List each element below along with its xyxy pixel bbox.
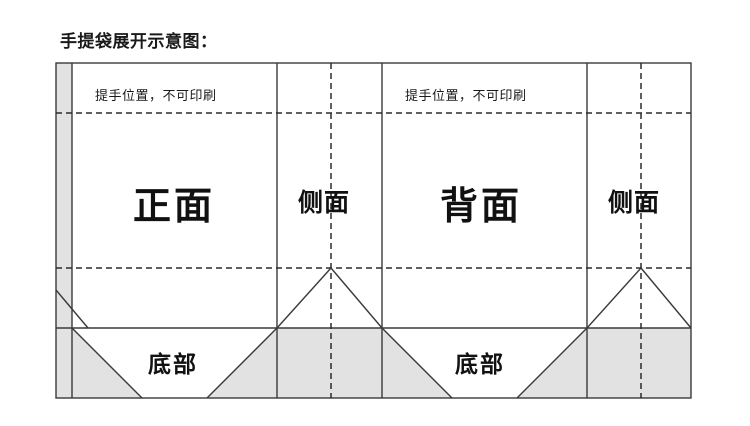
bottom-back-diagonal-right (516, 327, 588, 399)
bottom-front-diagonal-right (206, 327, 278, 399)
handle-note-front: 提手位置，不可印刷 (95, 89, 217, 104)
outer-boundary (55, 62, 692, 399)
handle-note-back: 提手位置，不可印刷 (405, 89, 527, 104)
fold-lines (56, 63, 691, 398)
gusset-diagonal-left-a (276, 267, 332, 329)
page-title: 手提袋展开示意图： (60, 32, 218, 52)
panel-label-front: 正面 (133, 184, 216, 228)
gusset-diagonals (55, 267, 692, 399)
bottom-side-right-shade (587, 328, 691, 398)
panel-label-back: 背面 (440, 184, 523, 228)
bottom-side-left-shade (277, 328, 382, 398)
glue-flap-shade (56, 63, 72, 398)
cut-lines (55, 62, 692, 399)
panel-label-side-left: 侧面 (298, 188, 351, 217)
panel-label-side-right: 侧面 (608, 188, 661, 217)
panel-label-bottom-back: 底部 (455, 352, 505, 378)
bottom-front-diagonal-left (71, 327, 143, 399)
glue-flap-diagonal (55, 289, 89, 329)
bottom-back-diagonal-left (381, 327, 453, 399)
gusset-diagonal-left-b (330, 267, 383, 329)
panel-label-bottom-front: 底部 (148, 352, 198, 378)
gusset-diagonal-right-a (586, 267, 642, 329)
gusset-diagonal-right-b (640, 267, 692, 329)
